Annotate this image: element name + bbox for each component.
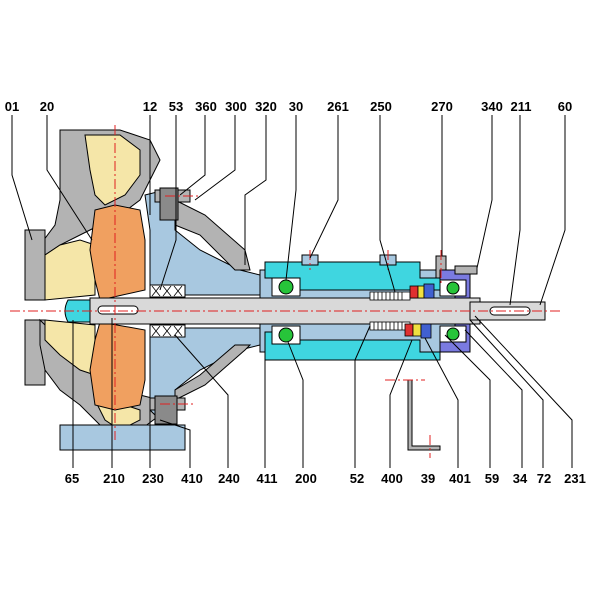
- callout-200: 200: [295, 471, 317, 486]
- callout-401: 401: [449, 471, 471, 486]
- casing-cover: [144, 187, 261, 425]
- callout-340: 340: [481, 99, 503, 114]
- leader-400: [389, 339, 413, 468]
- leader-53: [159, 115, 177, 291]
- leader-250: [379, 115, 396, 293]
- bottom-callouts: 65 210 230 410 240 411 200 52 400 39 401…: [65, 471, 586, 486]
- leader-59: [444, 334, 491, 468]
- callout-411: 411: [257, 471, 278, 486]
- bracket-rib-upper: [174, 199, 251, 271]
- callout-12: 12: [143, 99, 157, 114]
- callout-39: 39: [421, 471, 435, 486]
- impeller-lower: [89, 321, 146, 411]
- callout-300: 300: [225, 99, 247, 114]
- impeller-upper: [89, 204, 146, 301]
- volute-upper: [84, 134, 141, 206]
- seal-ring-blue-lower: [420, 323, 432, 339]
- callout-400: 400: [381, 471, 403, 486]
- seal-ring-red-upper: [409, 285, 419, 299]
- seal-ring-yellow-lower: [412, 323, 422, 337]
- mechanical-seal: [369, 283, 435, 339]
- leader-401: [424, 337, 459, 468]
- bracket-rib-lower: [174, 344, 252, 401]
- callout-270: 270: [431, 99, 453, 114]
- suction-flange: [24, 229, 46, 386]
- cap-bolt-340: [454, 265, 478, 275]
- leader-01: [11, 115, 33, 241]
- leader-240: [174, 334, 229, 468]
- seal-ring-blue-upper: [423, 283, 435, 299]
- callout-01: 01: [5, 99, 19, 114]
- callout-52: 52: [350, 471, 364, 486]
- ball-outboard-upper: [446, 281, 460, 295]
- callout-231: 231: [564, 471, 586, 486]
- ball-inboard-upper: [278, 279, 294, 295]
- adapter-flange-lower: [154, 395, 178, 425]
- leader-20: [46, 115, 93, 241]
- callout-72: 72: [537, 471, 551, 486]
- stuffing-box: [149, 284, 186, 338]
- leader-320: [244, 115, 267, 265]
- callout-59: 59: [485, 471, 499, 486]
- oil-dipstick: [407, 379, 441, 451]
- callout-53: 53: [169, 99, 183, 114]
- leader-lines-top: [11, 115, 566, 306]
- callout-60: 60: [558, 99, 572, 114]
- leader-410: [159, 419, 191, 468]
- oil-sight-gauge: [407, 379, 441, 451]
- leader-200: [287, 341, 304, 468]
- leader-lines-bottom: [72, 315, 573, 468]
- callout-30: 30: [289, 99, 303, 114]
- callout-210: 210: [103, 471, 125, 486]
- leader-261: [309, 115, 339, 259]
- top-callouts: 01 20 12 53 360 300 320 30 261 250 270 3…: [5, 99, 572, 114]
- impeller-key: [97, 305, 139, 315]
- volute-passage-lower: [44, 319, 96, 376]
- ball-inboard-lower: [278, 327, 294, 343]
- callout-211: 211: [511, 99, 532, 114]
- seal-ring-yellow-upper: [417, 285, 425, 299]
- callout-34: 34: [513, 471, 528, 486]
- leader-211: [509, 115, 521, 306]
- seal-ring-red-lower: [404, 323, 414, 337]
- callout-410: 410: [181, 471, 203, 486]
- leader-231: [474, 315, 573, 468]
- leader-52: [354, 325, 371, 468]
- leader-60: [539, 115, 566, 306]
- callout-65: 65: [65, 471, 79, 486]
- ball-outboard-lower: [446, 327, 460, 341]
- callout-240: 240: [218, 471, 240, 486]
- callout-20: 20: [40, 99, 54, 114]
- leader-30: [285, 115, 297, 281]
- adapter-flange-upper: [159, 187, 179, 221]
- leader-34: [464, 329, 523, 468]
- leader-72: [469, 319, 544, 468]
- callout-261: 261: [327, 99, 349, 114]
- leader-360: [179, 115, 206, 196]
- callout-230: 230: [142, 471, 164, 486]
- leader-340: [476, 115, 493, 269]
- callout-360: 360: [195, 99, 217, 114]
- casing-foot: [59, 424, 186, 451]
- leader-300: [194, 115, 236, 201]
- callout-250: 250: [370, 99, 392, 114]
- callout-320: 320: [255, 99, 277, 114]
- centerlines: [10, 125, 560, 458]
